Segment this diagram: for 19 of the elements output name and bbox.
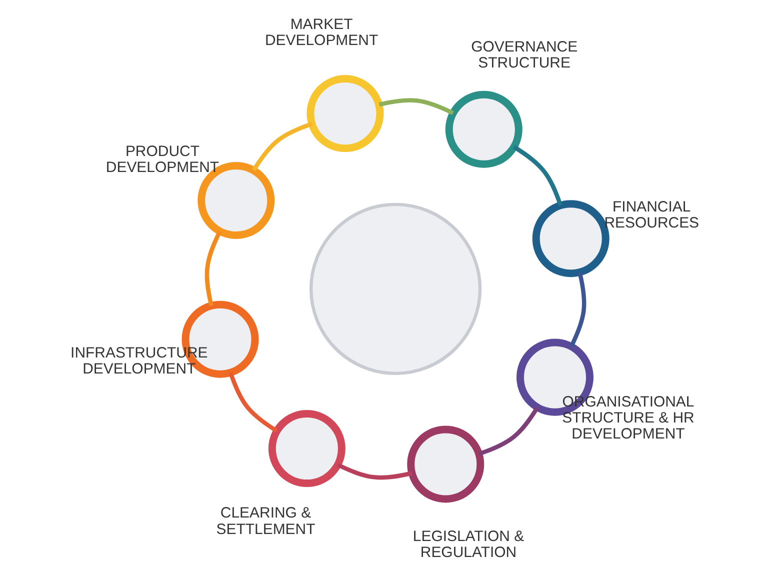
connector (478, 406, 540, 456)
node-label: GOVERNANCE STRUCTURE (471, 38, 578, 72)
connector (512, 145, 563, 206)
node-label: CLEARING & SETTLEMENT (216, 504, 316, 538)
node-circle (407, 426, 484, 503)
node-circle (445, 90, 522, 168)
node-label: FINANCIAL RESOURCES (604, 198, 700, 232)
node-circle (306, 75, 384, 152)
connector (336, 462, 412, 480)
connector (252, 122, 313, 172)
node-circle (309, 202, 482, 376)
node-circle (268, 410, 346, 488)
node-label: MARKET DEVELOPMENT (264, 16, 378, 49)
connector (569, 272, 586, 348)
connector (228, 372, 278, 433)
connector (204, 230, 222, 306)
node-label: LEGISLATION & REGULATION (412, 528, 524, 562)
connector (378, 98, 454, 116)
node-label: PRODUCT DEVELOPMENT (106, 142, 220, 176)
